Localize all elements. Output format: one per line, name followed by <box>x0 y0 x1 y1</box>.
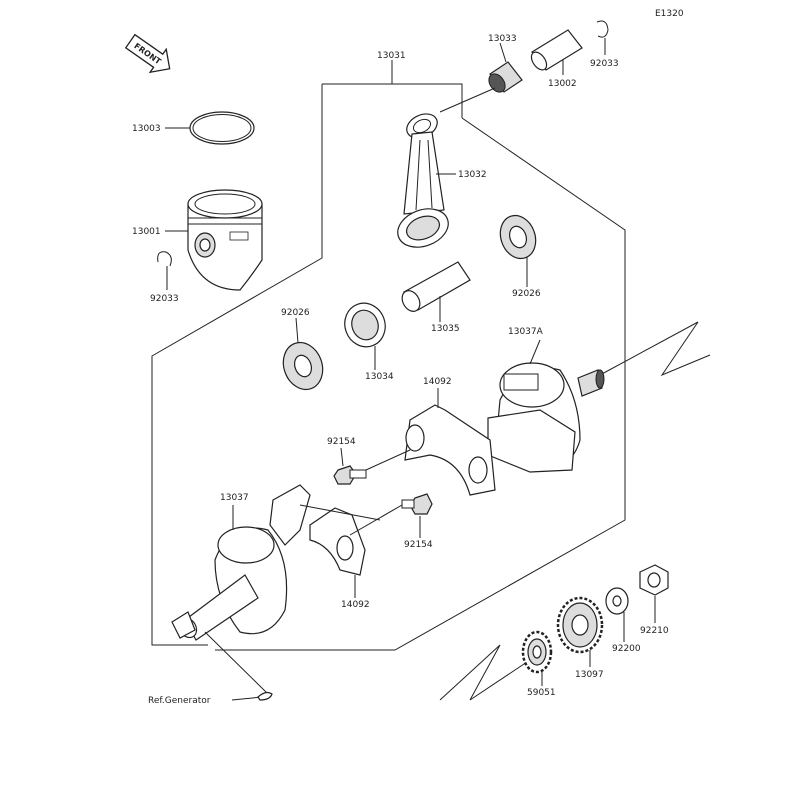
label-59051: 59051 <box>527 688 556 698</box>
break-lines <box>439 321 711 701</box>
circlip-left <box>157 251 172 290</box>
thrust-washer-right <box>499 214 537 287</box>
label-92154-top: 92154 <box>327 437 356 447</box>
label-92026-left: 92026 <box>281 308 310 318</box>
big-end-bearing <box>344 302 386 370</box>
diagram-code: E1320 <box>655 9 684 19</box>
counterweight-bottom <box>299 504 381 598</box>
crank-flywheel-right <box>487 339 605 473</box>
label-13037a: 13037A <box>508 327 544 337</box>
thrust-washer-left <box>282 317 324 391</box>
front-arrow-icon: FRONT <box>124 33 171 74</box>
label-92033-left: 92033 <box>150 294 179 304</box>
part-labels: 13031 13033 92033 13002 13003 13032 1300… <box>132 34 669 706</box>
ref-generator-pointer <box>204 631 273 701</box>
label-13031: 13031 <box>377 51 406 61</box>
label-92026-right: 92026 <box>512 289 541 299</box>
connecting-rod <box>397 87 496 248</box>
label-13033: 13033 <box>488 34 517 44</box>
piston-ring <box>165 111 255 145</box>
counterweight-top <box>404 388 496 496</box>
assembly-outline <box>151 60 626 651</box>
washer <box>605 587 629 642</box>
label-13037: 13037 <box>220 493 249 503</box>
label-92154-bottom: 92154 <box>404 540 433 550</box>
label-13003: 13003 <box>132 124 161 134</box>
label-14092-bottom: 14092 <box>341 600 370 610</box>
label-13034: 13034 <box>365 372 394 382</box>
label-13032: 13032 <box>458 170 487 180</box>
label-13097: 13097 <box>575 670 604 680</box>
piston <box>165 189 263 291</box>
crank-flywheel-left <box>171 484 311 641</box>
nut <box>639 564 669 623</box>
small-gear <box>521 630 553 686</box>
label-92200: 92200 <box>612 644 641 654</box>
gear <box>556 596 604 667</box>
bolt-bottom <box>349 493 433 538</box>
circlip-top <box>596 20 609 55</box>
label-13001: 13001 <box>132 227 161 237</box>
piston-pin <box>530 29 583 75</box>
small-end-bearing <box>488 42 523 93</box>
bolt-top <box>333 447 411 485</box>
label-92210: 92210 <box>640 626 669 636</box>
label-13002: 13002 <box>548 79 577 89</box>
crank-pin <box>401 261 471 322</box>
label-92033-top: 92033 <box>590 59 619 69</box>
label-13035: 13035 <box>431 324 460 334</box>
label-14092-top: 14092 <box>423 377 452 387</box>
label-ref-generator: Ref.Generator <box>148 696 211 706</box>
